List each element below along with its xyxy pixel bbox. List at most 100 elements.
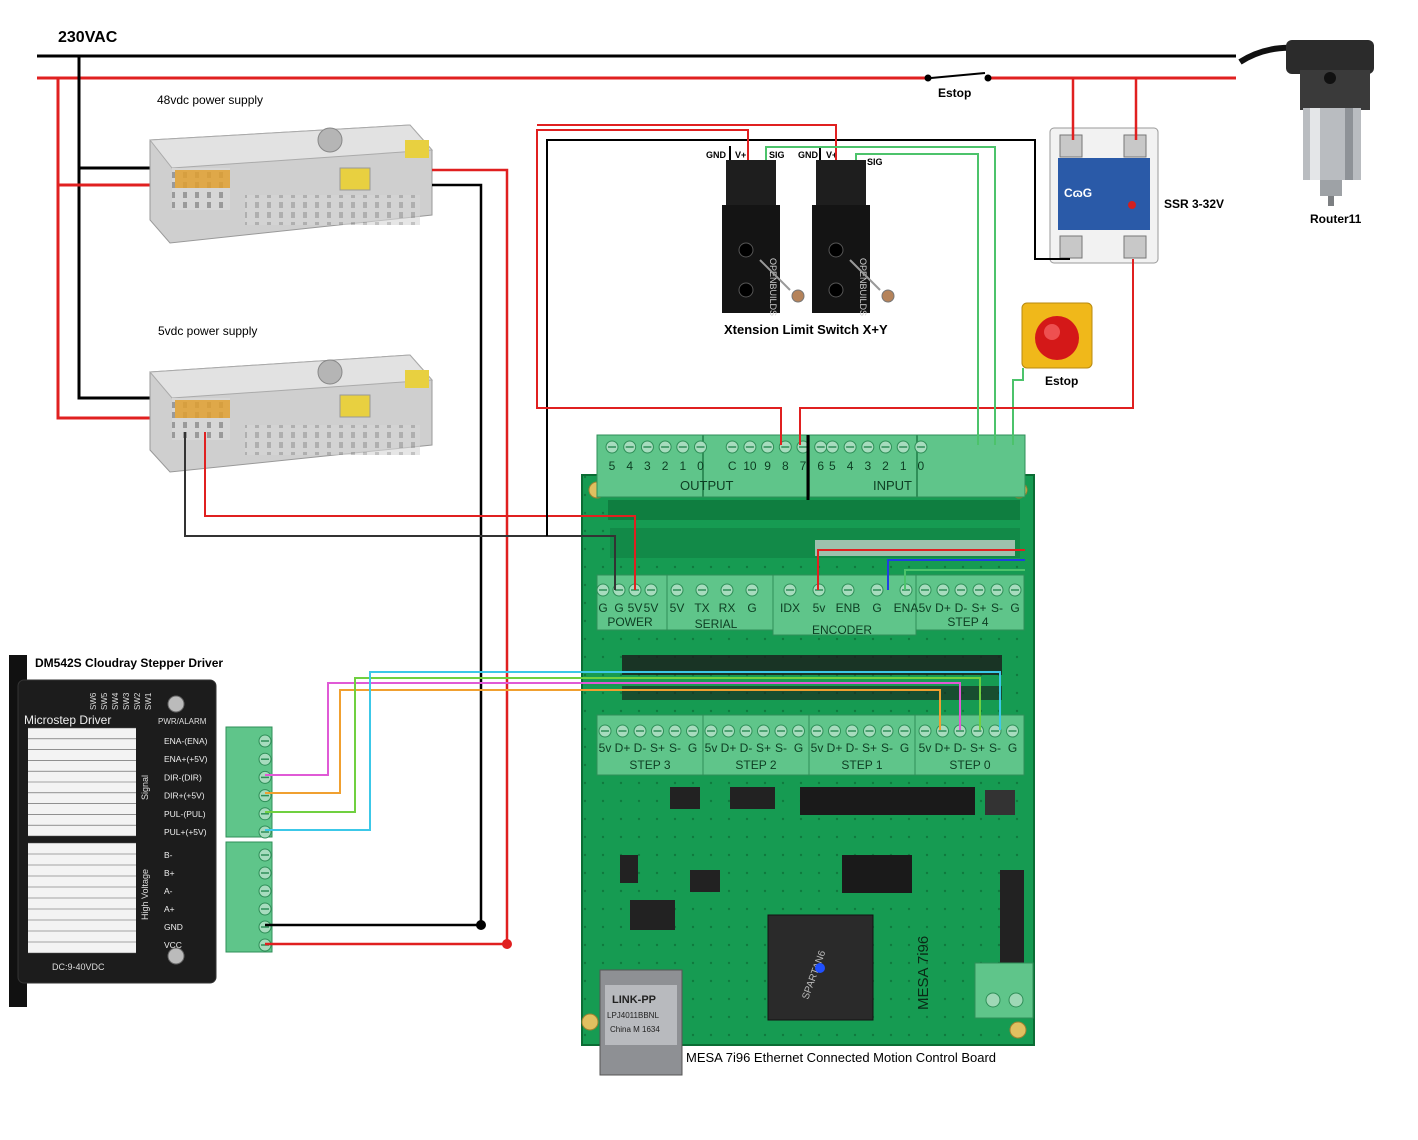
driver-body-title: Microstep Driver xyxy=(24,713,111,727)
step-pin-label: S- xyxy=(669,741,681,755)
top-pin-label: 2 xyxy=(882,459,889,473)
power-label: POWER xyxy=(607,615,653,629)
top-pin-label: 6 xyxy=(817,459,824,473)
top-pin-label: 5 xyxy=(609,459,616,473)
driver-title: DM542S Cloudray Stepper Driver xyxy=(35,656,223,670)
top-pin-label: 1 xyxy=(900,459,907,473)
estop-inline-label: Estop xyxy=(938,86,971,100)
step-pin-label: S- xyxy=(881,741,893,755)
driver-dc-label: DC:9-40VDC xyxy=(52,962,105,972)
top-pin-label: 10 xyxy=(743,459,757,473)
step-pin-label: 5v xyxy=(705,741,718,755)
driver-terminal-label: PUL-(PUL) xyxy=(164,809,206,819)
limit-switch-y-body: OPENBUILDS xyxy=(858,258,868,316)
psu-5v: 5vdc power supply xyxy=(148,324,434,473)
step-pin-label: G xyxy=(794,741,803,755)
driver-terminal-label: B+ xyxy=(164,868,175,878)
step4-pin-label: S+ xyxy=(971,601,986,615)
mains-lines: 230VAC xyxy=(37,29,1236,80)
psu-48v: 48vdc power supply xyxy=(149,93,434,244)
serial-pin-label: RX xyxy=(719,601,736,615)
power-pin-label: 5V xyxy=(628,601,643,615)
limit-switch-x-vplus: V+ xyxy=(735,150,746,160)
step4-pin-label: S- xyxy=(991,601,1003,615)
limit-switch-y-gnd: GND xyxy=(798,150,819,160)
step-pin-label: D- xyxy=(954,741,967,755)
power-pin-label: G xyxy=(598,601,607,615)
driver-sw-label: SW4 xyxy=(111,692,120,710)
step-pin-label: D+ xyxy=(721,741,737,755)
step-pin-label: S+ xyxy=(862,741,877,755)
driver-terminal-label: ENA-(ENA) xyxy=(164,736,208,746)
encoder-pin-label: IDX xyxy=(780,601,800,615)
driver-terminal-label: DIR-(DIR) xyxy=(164,772,202,782)
step-pin-label: G xyxy=(688,741,697,755)
ssr-label: SSR 3-32V xyxy=(1164,197,1224,211)
serial-pin-label: 5V xyxy=(670,601,685,615)
step-pin-label: S- xyxy=(775,741,787,755)
driver-terminal-label: A+ xyxy=(164,904,175,914)
eth-part: LPJ4011BBNL xyxy=(607,1011,659,1020)
router-spindle: Router11 xyxy=(1238,40,1374,226)
driver-terminal-label: DIR+(+5V) xyxy=(164,791,205,801)
encoder-label: ENCODER xyxy=(812,623,872,637)
top-pin-label: 4 xyxy=(626,459,633,473)
driver-sw-label: SW1 xyxy=(144,692,153,710)
driver-terminal-label: VCC xyxy=(164,940,182,950)
encoder-pin-label: ENB xyxy=(836,601,861,615)
power-pin-label: 5V xyxy=(644,601,659,615)
board-caption: MESA 7i96 Ethernet Connected Motion Cont… xyxy=(686,1050,996,1065)
eth-origin: China M 1634 xyxy=(610,1025,660,1034)
input-label: INPUT xyxy=(873,478,912,493)
power-pin-label: G xyxy=(614,601,623,615)
serial-label: SERIAL xyxy=(695,617,738,631)
step-pin-label: D- xyxy=(846,741,859,755)
mains-drops xyxy=(56,56,158,420)
limit-switch-x-body: OPENBUILDS xyxy=(768,258,778,316)
top-pin-label: 7 xyxy=(800,459,807,473)
step-block-label: STEP 3 xyxy=(629,758,670,772)
eth-brand: LINK-PP xyxy=(612,994,656,1006)
step-pin-label: S- xyxy=(989,741,1001,755)
step-pin-label: D- xyxy=(634,741,647,755)
step-pin-label: 5v xyxy=(919,741,932,755)
step4-pin-label: D+ xyxy=(935,601,951,615)
step-pin-label: S+ xyxy=(756,741,771,755)
step-pin-label: D+ xyxy=(615,741,631,755)
estop-inline-switch: Estop xyxy=(924,70,992,100)
estop-button-label: Estop xyxy=(1045,374,1078,388)
step-pin-label: G xyxy=(900,741,909,755)
top-pin-label: 1 xyxy=(679,459,686,473)
mains-label: 230VAC xyxy=(58,29,118,46)
driver-sw-label: SW2 xyxy=(133,692,142,710)
step4-pin-label: D- xyxy=(955,601,968,615)
limit-switch-y: OPENBUILDS GND V+ SIG xyxy=(798,150,895,316)
step-block-label: STEP 0 xyxy=(949,758,990,772)
top-pin-label: 9 xyxy=(764,459,771,473)
step-block-label: STEP 2 xyxy=(735,758,776,772)
step-pin-label: G xyxy=(1008,741,1017,755)
limit-switch-y-sig: SIG xyxy=(867,157,883,167)
top-pin-label: 4 xyxy=(847,459,854,473)
psu-48v-label: 48vdc power supply xyxy=(157,93,263,107)
driver-terminal-label: PUL+(+5V) xyxy=(164,827,207,837)
top-pin-label: 8 xyxy=(782,459,789,473)
limit-switch-x: OPENBUILDS GND V+ SIG xyxy=(706,150,805,316)
step4-pin-label: 5v xyxy=(919,601,932,615)
router-label: Router11 xyxy=(1310,212,1362,226)
driver-sw-label: SW5 xyxy=(100,692,109,710)
driver-sw-label: SW6 xyxy=(89,692,98,710)
top-pin-label: C xyxy=(728,459,737,473)
serial-pin-label: TX xyxy=(694,601,709,615)
limit-switch-caption: Xtension Limit Switch X+Y xyxy=(724,322,888,337)
limit-switch-x-sig: SIG xyxy=(769,150,785,160)
driver-signal-group: Signal xyxy=(140,775,150,800)
top-pin-label: 3 xyxy=(864,459,871,473)
estop-button: Estop xyxy=(1021,302,1093,388)
step4-label: STEP 4 xyxy=(947,615,988,629)
board-logo: MESA 7i96 xyxy=(915,936,932,1010)
step-pin-label: S+ xyxy=(650,741,665,755)
driver-sw-label: SW3 xyxy=(122,692,131,710)
